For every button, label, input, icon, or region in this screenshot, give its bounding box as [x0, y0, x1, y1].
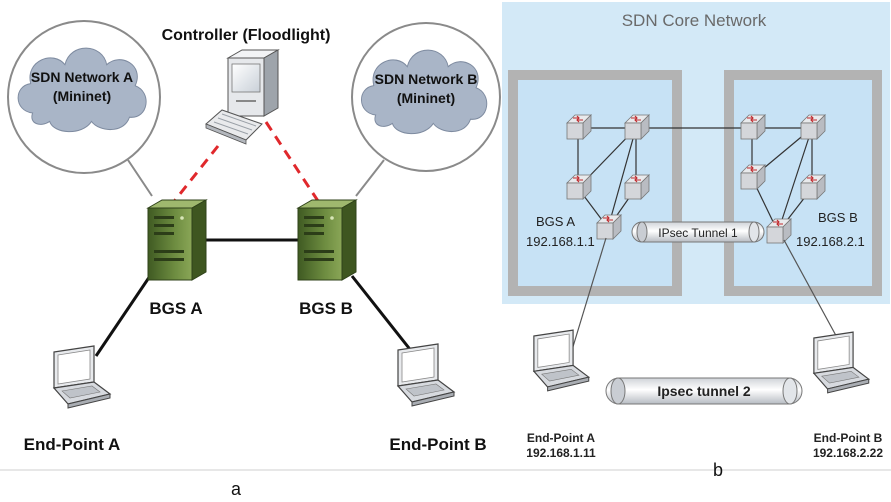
cloud-b-title: SDN Network B [375, 71, 478, 87]
endpoint-a-uplink [571, 237, 607, 351]
endpoint-b-name: End-Point B [814, 431, 883, 445]
tunnel2-label: Ipsec tunnel 2 [657, 383, 751, 399]
caption-a: a [231, 479, 242, 499]
server-icon [297, 199, 357, 281]
endpoint-a-name: End-Point A [527, 431, 596, 445]
bgs-b-name: BGS B [818, 210, 858, 225]
cloud-b-subtitle: (Mininet) [397, 90, 455, 106]
endpoint-b-link [350, 275, 422, 363]
panel-a: SDN Network A (Mininet) SDN Network B (M… [7, 20, 501, 499]
laptop-icon [813, 331, 870, 394]
bgs-b-label: BGS B [299, 299, 353, 318]
bgs-a-name: BGS A [536, 214, 575, 229]
bgs-b-ip: 192.168.2.1 [796, 234, 865, 249]
tunnel-icon [605, 377, 803, 405]
endpoint-a-ip: 192.168.1.11 [526, 446, 596, 460]
keyboard-icon [205, 109, 263, 145]
server-icon [147, 199, 207, 281]
endpoint-b-ip: 192.168.2.22 [813, 446, 883, 460]
tunnel1-label: IPsec Tunnel 1 [658, 226, 738, 240]
controller-link-a [170, 145, 220, 205]
computer-icon [226, 49, 280, 117]
cloud-a-title: SDN Network A [31, 69, 133, 85]
bgs-a-label: BGS A [149, 299, 202, 318]
cloud-a-subtitle: (Mininet) [53, 88, 111, 104]
laptop-icon [533, 329, 590, 392]
callout-pointer-b [355, 159, 385, 197]
controller-link-b [264, 121, 322, 205]
bgs-a-ip: 192.168.1.1 [526, 234, 595, 249]
tunnel-icon [631, 221, 765, 243]
endpoint-b-label: End-Point B [389, 435, 486, 454]
endpoint-a-link [94, 275, 152, 357]
panel-b: SDN Core Network [502, 2, 890, 480]
callout-pointer-a [127, 159, 153, 197]
laptop-icon [397, 343, 455, 407]
laptop-icon [53, 345, 111, 409]
caption-b: b [713, 460, 723, 480]
controller-label: Controller (Floodlight) [162, 27, 331, 44]
core-title: SDN Core Network [622, 11, 767, 30]
endpoint-a-label: End-Point A [24, 435, 121, 454]
